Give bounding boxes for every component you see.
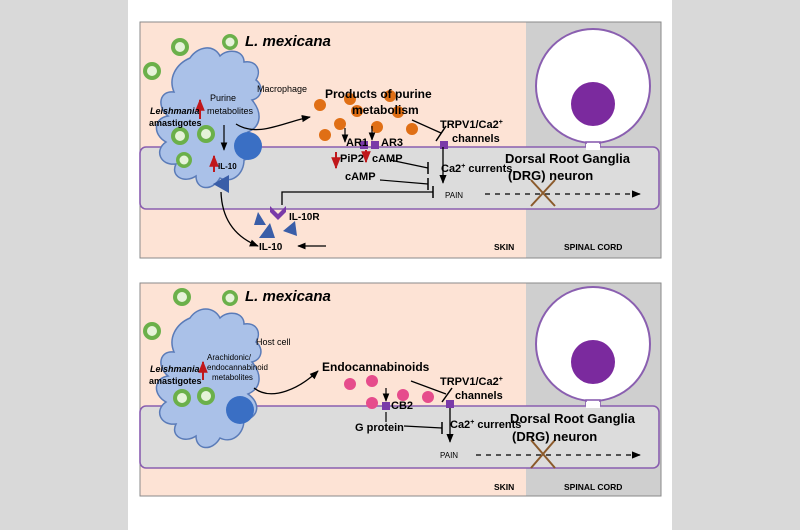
products-label-2: metabolism [352,103,419,117]
trpv1-label-1: TRPV1/Ca2+ [440,119,503,131]
trpv1-channel [446,400,454,408]
il10r-receptor [270,206,286,220]
endocannabinoid-molecule-icon [344,375,434,409]
il10-inside-label: IL-10 [218,162,237,171]
camp-label-2: cAMP [345,171,376,183]
blocked-x-icon [530,179,556,207]
cb2-receptor [382,402,390,410]
metabolites-label-2: endocannabinoid [207,363,268,372]
amastigotes-label-1: Leishmania [150,106,200,116]
metabolites-label-3: metabolites [212,373,253,382]
blocked-x-icon [530,439,556,469]
drg-axon [139,405,660,469]
drg-label-1: Dorsal Root Ganglia [505,151,631,166]
ar1-label: AR1 [346,137,368,149]
camp-label-1: cAMP [372,153,403,165]
metabolites-label-1: Purine [210,93,236,103]
macrophage-nucleus [234,132,262,160]
host-cell-nucleus [226,396,254,424]
trpv1-channel [440,141,448,149]
pathogen-label: L. mexicana [245,288,331,305]
trpv1-label-2: channels [455,390,503,402]
neuron-nucleus [571,82,615,126]
spinal-cord-label: SPINAL CORD [564,482,622,492]
host-cell-label: Macrophage [257,84,307,94]
il10-triangle-icon [213,175,229,193]
ar1-receptor [360,141,368,149]
metabolites-label-1: Arachidonic/ [207,353,252,362]
drg-label-2: (DRG) neuron [508,168,593,183]
trpv1-label-1: TRPV1/Ca2+ [440,376,503,388]
drg-label-1: Dorsal Root Ganglia [510,411,636,426]
il10-outside-label: IL-10 [259,242,283,253]
il10r-label: IL-10R [289,212,320,223]
drg-label-2: (DRG) neuron [512,429,597,444]
trpv1-label-2: channels [452,133,500,145]
pain-label: PAIN [445,191,463,200]
amastigotes-label-1: Leishmania [150,364,200,374]
amastigotes-label-2: amastigotes [149,118,202,128]
il10-triangle-icon [254,212,297,238]
pain-label: PAIN [440,451,458,460]
host-cell-label: Host cell [256,337,291,347]
amastigotes-label-2: amastigotes [149,376,202,386]
parasite-icon [143,34,238,80]
ar3-label: AR3 [381,137,403,149]
panel-top: L. mexicana Macrophage Purine metabolite… [139,21,662,259]
purine-molecule-icon [314,90,418,141]
parasite-icon [143,288,238,340]
cb2-label: CB2 [391,400,413,412]
ar3-receptor [371,141,379,149]
amastigotes-icon [173,387,215,407]
g-protein-label: G protein [355,422,404,434]
endocannabinoids-label: Endocannabinoids [322,360,430,374]
ca-currents-label: Ca2+ currents [450,419,521,431]
pathogen-label: L. mexicana [245,33,331,50]
neuron-nucleus [571,340,615,384]
panel-bottom: L. mexicana Host cell Arachidonic/ endoc… [139,282,662,497]
amastigotes-icon [171,125,215,168]
spinal-cord-label: SPINAL CORD [564,242,622,252]
skin-label: SKIN [494,242,514,252]
metabolites-label-2: metabolites [207,106,254,116]
products-label-1: Products of purine [325,87,432,101]
pip2-label: PiP2 [340,153,364,165]
skin-label: SKIN [494,482,514,492]
ca-currents-label: Ca2+ currents [441,163,512,175]
